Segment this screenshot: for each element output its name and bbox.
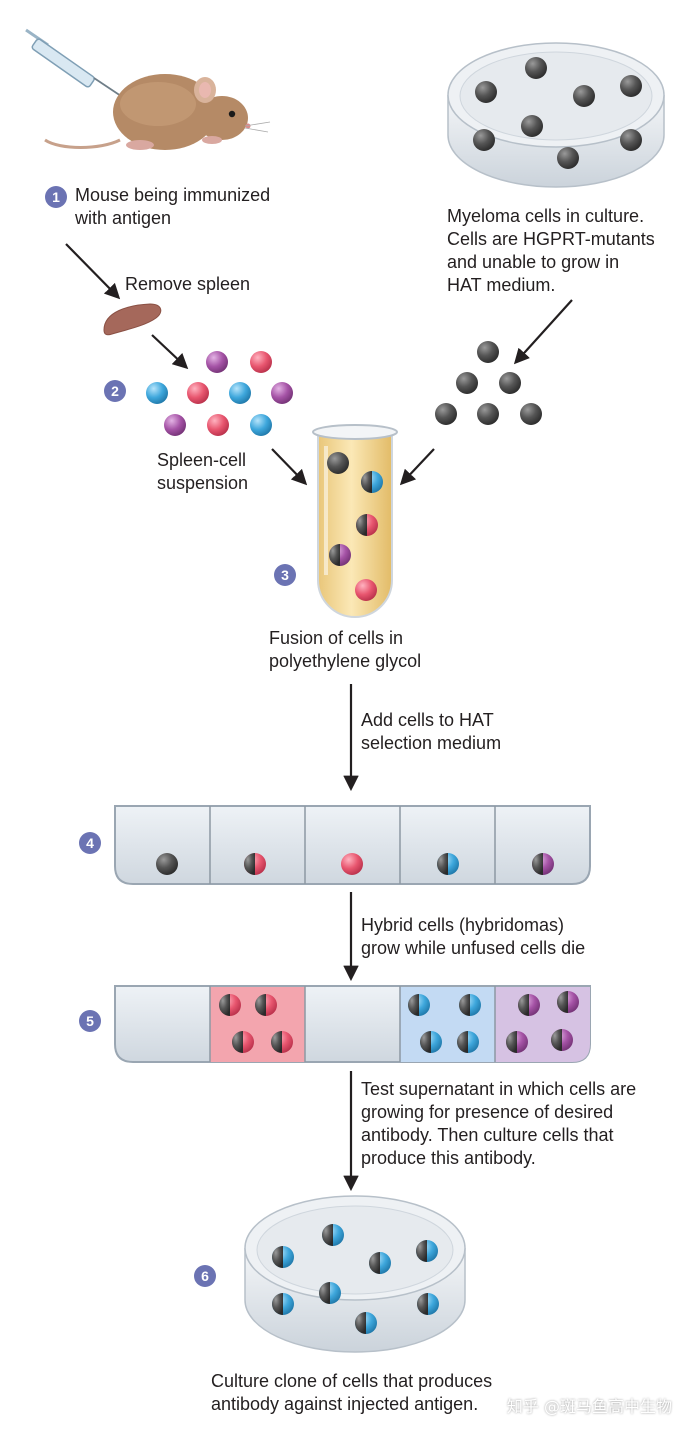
arrow-icon — [271, 448, 308, 486]
caption-line: grow while unfused cells die — [361, 938, 586, 958]
step-6-caption: Culture clone of cells that produces ant… — [211, 1370, 492, 1416]
caption-line: Spleen-cell — [157, 450, 247, 470]
caption-line: selection medium — [361, 733, 502, 753]
caption-line: antibody against injected antigen. — [211, 1394, 479, 1414]
add-hat-caption: Add cells to HAT selection medium — [361, 709, 501, 755]
spleen-icon — [103, 303, 162, 336]
flow-arrows — [65, 243, 573, 1192]
tube-cells — [327, 452, 383, 601]
step-1-caption: Mouse being immunized with antigen — [75, 184, 270, 230]
hybrid-caption: Hybrid cells (hybridomas) grow while unf… — [361, 914, 585, 960]
test-caption: Test supernatant in which cells are grow… — [361, 1078, 636, 1170]
caption-line: produce this antibody. — [361, 1148, 536, 1168]
caption-line: polyethylene glycol — [269, 651, 422, 671]
syringe-icon — [25, 28, 131, 103]
arrow-icon — [65, 243, 121, 300]
clone-cells — [272, 1224, 439, 1334]
spleen-cell-caption: Spleen-cell suspension — [157, 449, 248, 495]
well-strip-hybridomas — [114, 985, 591, 1063]
step-badge-6: 6 — [194, 1265, 216, 1287]
watermark: 知乎 @斑马鱼高中生物 — [506, 1397, 672, 1416]
caption-line: growing for presence of desired — [361, 1102, 614, 1122]
caption-line: Culture clone of cells that produces — [211, 1371, 493, 1391]
myeloma-cells-dish — [473, 57, 642, 169]
caption-line: Mouse being immunized — [75, 185, 271, 205]
step-badge-5: 5 — [79, 1010, 101, 1032]
clone-dish-icon — [244, 1195, 466, 1353]
caption-line: Cells are HGPRT-mutants — [447, 229, 655, 249]
test-tube-icon — [312, 424, 398, 618]
petri-dish-icon — [447, 42, 665, 188]
step-badge-1: 1 — [45, 186, 67, 208]
caption-line: Myeloma cells in culture. — [447, 206, 645, 226]
myeloma-caption: Myeloma cells in culture. Cells are HGPR… — [447, 205, 655, 297]
step-3-caption: Fusion of cells in polyethylene glycol — [269, 627, 421, 673]
mouse-icon — [44, 74, 271, 150]
caption-line: Test supernatant in which cells are — [361, 1079, 637, 1099]
caption-line: Fusion of cells in — [269, 628, 404, 648]
spleen-cells — [146, 351, 293, 436]
caption-line: Add cells to HAT — [361, 710, 494, 730]
caption-line: antibody. Then culture cells that — [361, 1125, 614, 1145]
arrow-icon — [399, 448, 435, 486]
caption-line: HAT medium. — [447, 275, 556, 295]
step-badge-3: 3 — [274, 564, 296, 586]
remove-spleen-label: Remove spleen — [125, 274, 251, 294]
arrow-icon — [151, 334, 189, 370]
caption-line: with antigen — [75, 208, 172, 228]
caption-line: Hybrid cells (hybridomas) — [361, 915, 565, 935]
well-strip-selection — [114, 805, 591, 885]
caption-line: and unable to grow in — [447, 252, 620, 272]
caption-line: suspension — [157, 473, 249, 493]
step-badge-2: 2 — [104, 380, 126, 402]
arrow-icon — [513, 299, 573, 365]
myeloma-cells-cluster — [435, 341, 542, 425]
step-badge-4: 4 — [79, 832, 101, 854]
